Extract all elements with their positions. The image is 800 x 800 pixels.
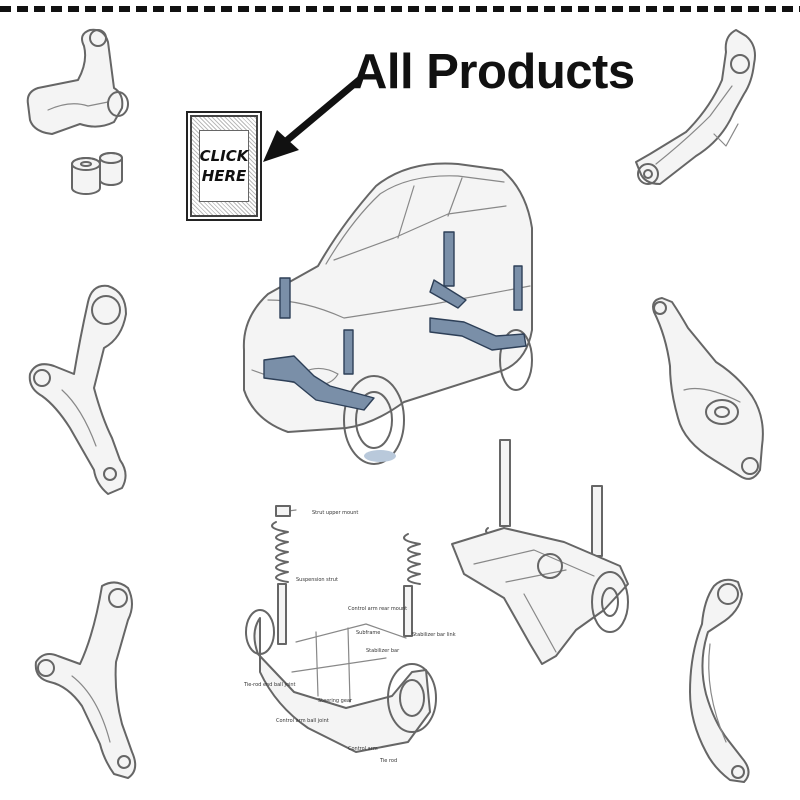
callout-strut-upper-mount: Strut upper mount bbox=[312, 510, 359, 516]
control-arm-bottom-right-icon[interactable] bbox=[680, 572, 790, 790]
callout-control-arm: Control arm bbox=[348, 746, 378, 752]
callout-tie-rod: Tie rod bbox=[380, 758, 398, 764]
click-here-button[interactable]: CLICK HERE bbox=[186, 111, 262, 221]
upper-control-arm-icon[interactable] bbox=[18, 22, 138, 217]
callout-suspension-strut: Suspension strut bbox=[296, 577, 338, 583]
trailing-arm-icon[interactable] bbox=[626, 24, 766, 206]
dashed-border-top bbox=[0, 6, 800, 12]
rear-control-arm-icon[interactable] bbox=[644, 294, 774, 486]
callout-steering-gear: Steering gear bbox=[318, 698, 353, 704]
click-here-label: CLICK HERE bbox=[199, 147, 249, 185]
callout-stabilizer-link: Stabilizer bar link bbox=[412, 632, 456, 638]
callout-control-arm-ball-joint: Control arm ball joint bbox=[276, 718, 329, 724]
callout-tie-rod-end: Tie-rod end ball joint bbox=[244, 682, 296, 688]
rear-suspension-diagram[interactable] bbox=[444, 434, 636, 678]
lower-control-arm-icon[interactable] bbox=[22, 278, 132, 506]
arrow-icon bbox=[263, 76, 363, 162]
callout-stabilizer-bar: Stabilizer bar bbox=[366, 648, 400, 654]
control-arm-bottom-left-icon[interactable] bbox=[28, 574, 138, 786]
car-suspension-diagram[interactable] bbox=[234, 150, 536, 480]
front-suspension-diagram[interactable] bbox=[236, 492, 442, 782]
all-products-heading[interactable]: All Products bbox=[352, 45, 635, 99]
callout-control-arm-rear-mount: Control arm rear mount bbox=[348, 606, 408, 612]
callout-subframe: Subframe bbox=[356, 630, 381, 636]
